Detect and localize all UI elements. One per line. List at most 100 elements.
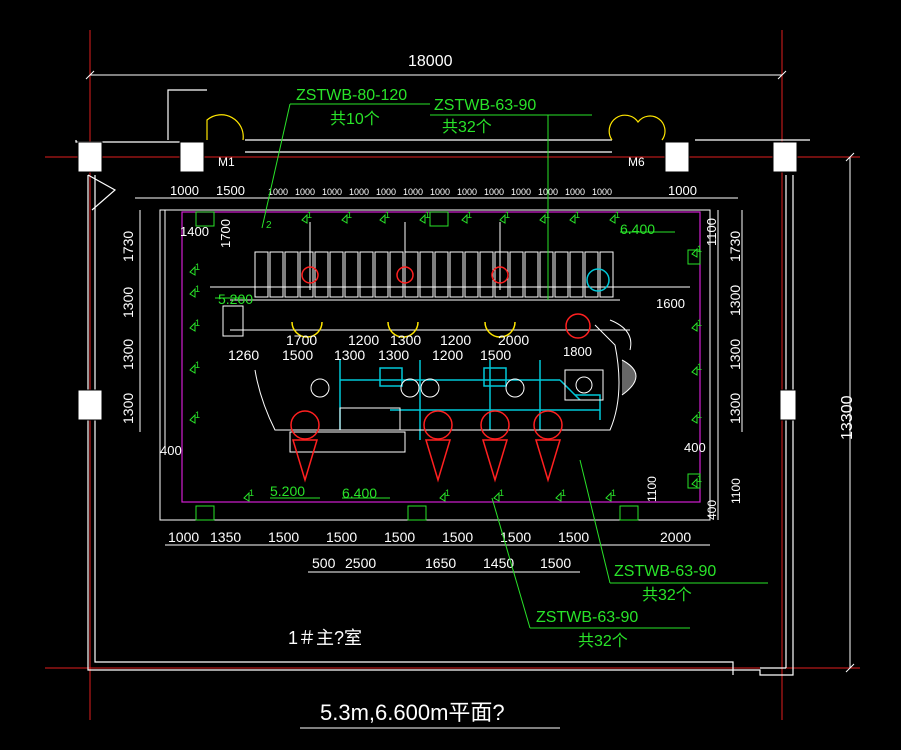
upper-motor bbox=[565, 313, 591, 339]
dim-top-small: 1000 bbox=[511, 187, 531, 197]
red-equipment bbox=[290, 266, 591, 483]
point-marker bbox=[691, 413, 698, 424]
point-marker-label: 1 bbox=[615, 210, 620, 220]
label-1-model: ZSTWB-80-120 bbox=[296, 87, 407, 104]
point-marker bbox=[379, 213, 386, 224]
point-marker-label: 1 bbox=[505, 210, 510, 220]
dim-top-small: 1000 bbox=[349, 187, 369, 197]
point-marker-label: 1 bbox=[697, 318, 702, 328]
dim-bottom-1: 1500 bbox=[500, 529, 531, 545]
point-marker-label: 1 bbox=[195, 262, 200, 272]
dim-1700: 1700 bbox=[218, 219, 233, 248]
dim-bottom-1: 1350 bbox=[210, 529, 241, 545]
dim-top-small: 1000 bbox=[484, 187, 504, 197]
dim-cols-row: 2000 bbox=[498, 332, 529, 348]
point-marker-label: 1 bbox=[445, 488, 450, 498]
bottom-dimension-lines bbox=[165, 544, 710, 573]
point-marker-label: 1 bbox=[697, 410, 702, 420]
label-3-count: 共32个 bbox=[642, 586, 692, 604]
point-marker bbox=[189, 363, 196, 374]
overall-height-label: 13300 bbox=[839, 395, 856, 440]
dim-cols-row: 1300 bbox=[390, 332, 421, 348]
door-label-m6: M6 bbox=[628, 155, 645, 169]
lower-nozzle bbox=[291, 439, 319, 483]
left-vertical-dimension bbox=[139, 210, 166, 450]
point-marker-label: 1 bbox=[697, 362, 702, 372]
dim-right-400: 400 bbox=[684, 440, 706, 455]
room-name: 1＃主?室 bbox=[288, 628, 362, 648]
point-marker-label: 1 bbox=[697, 474, 702, 484]
dim-1600: 1600 bbox=[656, 296, 685, 311]
upper-motor bbox=[491, 266, 509, 284]
fan-frame bbox=[389, 251, 404, 298]
point-marker bbox=[439, 491, 446, 502]
right-vertical-dimension bbox=[717, 210, 743, 520]
lower-nozzle bbox=[424, 439, 452, 483]
dim-top-small: 1000 bbox=[376, 187, 396, 197]
dim-top-small: 1000 bbox=[322, 187, 342, 197]
dim-1400: 1400 bbox=[180, 224, 209, 239]
fan-frame bbox=[569, 251, 584, 298]
main-unit-outline bbox=[222, 299, 637, 453]
dim-left-400: 400 bbox=[160, 443, 182, 458]
lower-nozzle bbox=[481, 439, 509, 483]
lower-motor bbox=[480, 410, 510, 440]
fan-frame bbox=[344, 251, 359, 298]
point-marker bbox=[691, 321, 698, 332]
dim-mid-row: 1200 bbox=[432, 347, 463, 363]
dim-bottom-2: 1650 bbox=[425, 555, 456, 571]
point-marker-label: 1 bbox=[249, 488, 254, 498]
point-marker bbox=[189, 265, 196, 276]
point-marker bbox=[461, 213, 468, 224]
point-marker-label: 1 bbox=[385, 210, 390, 220]
upper-motor bbox=[396, 266, 414, 284]
fan-frame-row bbox=[210, 222, 690, 298]
lower-motor bbox=[423, 410, 453, 440]
point-marker-label: 1 bbox=[561, 488, 566, 498]
dim-top-small: 1000 bbox=[565, 187, 585, 197]
point-marker-label: 1 bbox=[467, 210, 472, 220]
point-marker bbox=[691, 477, 698, 488]
point-marker-label: 1 bbox=[575, 210, 580, 220]
label-4-count: 共32个 bbox=[578, 632, 628, 650]
point-marker bbox=[243, 491, 250, 502]
label-1-count: 共10个 bbox=[330, 110, 380, 128]
point-marker bbox=[605, 491, 612, 502]
dim-bottom-2: 500 bbox=[312, 555, 336, 571]
overall-width-label: 18000 bbox=[408, 53, 453, 70]
fan-frame bbox=[269, 251, 284, 298]
dim-top-right: 1000 bbox=[668, 183, 697, 198]
fan-frame bbox=[464, 251, 479, 298]
lower-motor bbox=[290, 410, 320, 440]
fan-frame bbox=[509, 251, 524, 298]
dim-top-small: 1000 bbox=[403, 187, 423, 197]
dim-left: 1300 bbox=[120, 287, 136, 318]
columns bbox=[77, 141, 798, 421]
fan-frame bbox=[524, 251, 539, 298]
point-marker bbox=[301, 213, 308, 224]
level-label-d: 5.200 bbox=[218, 291, 253, 307]
door-label-m1: M1 bbox=[218, 155, 235, 169]
leader-lines bbox=[215, 103, 768, 629]
dim-bottom-2: 1500 bbox=[540, 555, 571, 571]
dim-right-1100: 1100 bbox=[704, 218, 719, 246]
dim-right-bottom: 1100 bbox=[729, 478, 743, 504]
dim-top-1000: 1000 bbox=[170, 183, 199, 198]
fan-frame bbox=[254, 251, 269, 298]
dim-bottom-2: 1450 bbox=[483, 555, 514, 571]
point-marker-label: 1 bbox=[195, 410, 200, 420]
dim-cols-row: 1200 bbox=[348, 332, 379, 348]
point-marker bbox=[691, 365, 698, 376]
point-marker-label: 1 bbox=[611, 488, 616, 498]
point-marker bbox=[419, 213, 426, 224]
label-2-count: 共32个 bbox=[442, 118, 492, 136]
label-3-model: ZSTWB-63-90 bbox=[614, 563, 716, 580]
point-marker bbox=[493, 491, 500, 502]
dim-cols-row: 1700 bbox=[286, 332, 317, 348]
dim-left: 1300 bbox=[120, 393, 136, 424]
dim-bottom-1: 1500 bbox=[558, 529, 589, 545]
point-marker-label: 1 bbox=[499, 488, 504, 498]
